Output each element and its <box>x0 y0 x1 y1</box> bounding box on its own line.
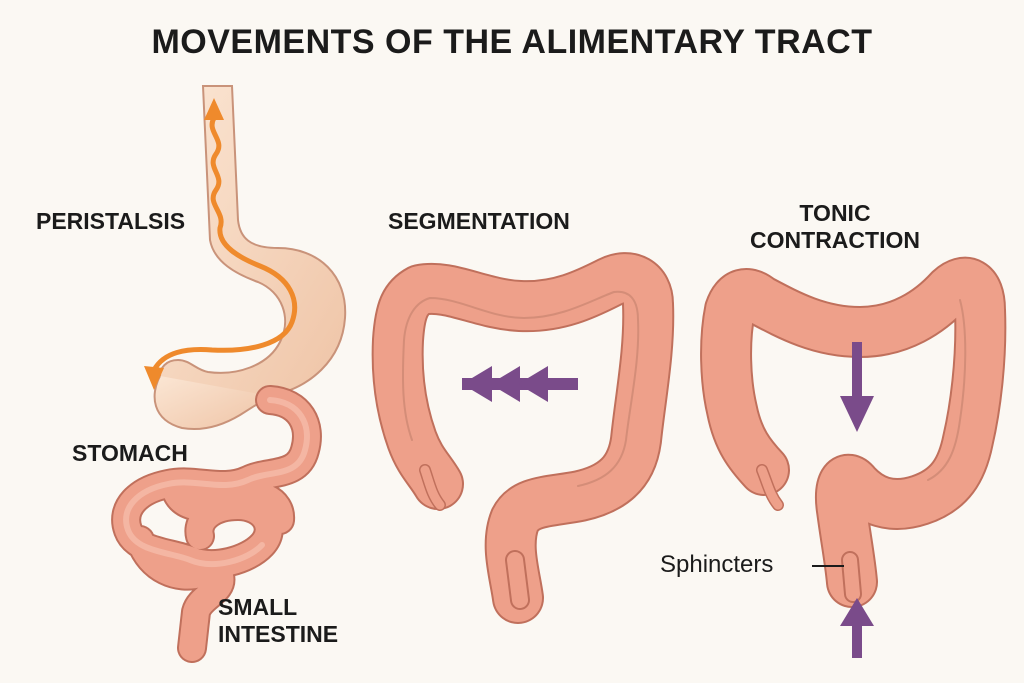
page-title: MOVEMENTS OF THE ALIMENTARY TRACT <box>151 23 873 61</box>
arrowhead-down <box>144 366 164 390</box>
esophagus-stomach <box>153 85 347 430</box>
arrowhead-up <box>204 98 224 120</box>
sphincter-arrow-up <box>840 598 874 658</box>
peristalsis-arrow <box>144 98 298 390</box>
colon-segmentation <box>371 252 675 624</box>
label-segmentation: SEGMENTATION <box>388 208 570 234</box>
chevron-3 <box>518 366 548 402</box>
label-peristalsis: PERISTALSIS <box>36 208 186 234</box>
label-small-intestine: SMALL INTESTINE <box>218 594 339 648</box>
label-stomach: STOMACH <box>72 440 188 466</box>
chevron-2 <box>490 366 520 402</box>
label-sphincters: Sphincters <box>660 551 774 578</box>
colon-tonic <box>700 257 1007 608</box>
segmentation-arrow <box>462 366 578 402</box>
small-intestine <box>111 385 322 663</box>
pylorus <box>153 375 271 430</box>
stomach-body <box>158 85 347 404</box>
tonic-arrow-down <box>840 342 874 432</box>
label-tonic-contraction: TONIC CONTRACTION <box>750 200 920 254</box>
